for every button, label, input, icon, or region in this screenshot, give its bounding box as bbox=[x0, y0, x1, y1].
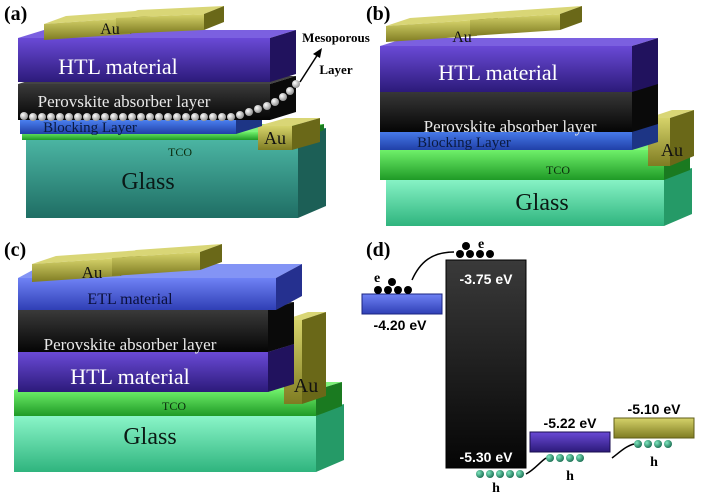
blocking-label-a: Blocking Layer bbox=[43, 120, 137, 136]
mesoporous-annotation: Mesoporous Layer bbox=[299, 30, 370, 83]
perovskite-vb-label: -5.30 eV bbox=[460, 449, 514, 465]
htl-holes bbox=[546, 454, 584, 462]
mesoporous-beads-a bbox=[20, 80, 300, 121]
mesoporous-label: Mesoporous bbox=[302, 30, 370, 45]
au-top-label-a: Au bbox=[100, 21, 120, 38]
panel-a-label: (a) bbox=[4, 3, 27, 25]
htl-level-label: -5.22 eV bbox=[544, 415, 598, 431]
electron-label-perovskite: e bbox=[478, 237, 484, 252]
layer-label: Layer bbox=[319, 62, 352, 77]
au-side-label-a: Au bbox=[264, 128, 286, 148]
au-level-label: -5.10 eV bbox=[628, 401, 682, 417]
htl-layer-b: HTL material bbox=[380, 38, 658, 92]
au-holes bbox=[634, 440, 672, 448]
mesoporous-arrowhead bbox=[313, 48, 322, 58]
hole-label-htl: h bbox=[566, 469, 574, 484]
perovskite-label-a: Perovskite absorber layer bbox=[38, 92, 211, 111]
etl-label-c: ETL material bbox=[87, 291, 173, 308]
glass-label-a: Glass bbox=[121, 169, 174, 195]
au-side-label-b: Au bbox=[661, 140, 683, 160]
au-side-label-c: Au bbox=[294, 375, 318, 397]
au-energy-level: -5.10 eV bbox=[613, 401, 695, 439]
htl-label-b: HTL material bbox=[438, 60, 558, 85]
perovskite-electrons bbox=[456, 242, 494, 258]
panel-b: (b) Glass TCO Au Blocking Layer bbox=[366, 3, 694, 226]
tco-label-a: TCO bbox=[168, 145, 192, 159]
electron-transfer-curve bbox=[411, 251, 455, 281]
htl-label-c: HTL material bbox=[70, 364, 190, 389]
hole-label-au: h bbox=[650, 455, 658, 470]
glass-layer-a: Glass bbox=[26, 128, 326, 218]
panel-c-label: (c) bbox=[4, 239, 26, 261]
htl-layer-a: HTL material bbox=[18, 30, 296, 82]
hole-transfer-curve-1 bbox=[525, 457, 547, 475]
au-top-contact-c: Au bbox=[32, 244, 222, 282]
au-top-label-b: Au bbox=[452, 29, 472, 46]
perovskite-cb-label: -3.75 eV bbox=[460, 271, 514, 287]
etl-level-label: -4.20 eV bbox=[374, 317, 428, 333]
electron-label-etl: e bbox=[374, 271, 380, 286]
panel-a: (a) Glass TCO Au Blocking Layer bbox=[4, 3, 370, 218]
etl-electrons bbox=[374, 278, 412, 294]
panel-d-label: (d) bbox=[366, 239, 390, 261]
mesoporous-arrow-line bbox=[299, 53, 319, 83]
tco-label-c: TCO bbox=[162, 399, 186, 413]
au-top-contact-a: Au bbox=[44, 6, 224, 40]
etl-energy-level: -4.20 eV bbox=[361, 293, 443, 333]
panel-c: (c) Glass TCO Au HTL material bbox=[4, 239, 344, 472]
perovskite-holes bbox=[476, 470, 524, 478]
panel-d: (d) -4.20 eV e -3.75 eV -5.30 eV e bbox=[361, 237, 695, 495]
blocking-label-b: Blocking Layer bbox=[417, 135, 511, 151]
tco-label-b: TCO bbox=[546, 163, 570, 177]
htl-label-a: HTL material bbox=[58, 54, 178, 79]
au-side-contact-a: Au bbox=[258, 118, 320, 150]
htl-energy-level: -5.22 eV bbox=[529, 415, 611, 453]
perovskite-band: -3.75 eV -5.30 eV bbox=[445, 259, 527, 469]
au-top-label-c: Au bbox=[82, 263, 103, 282]
glass-label-b: Glass bbox=[515, 190, 568, 216]
panel-b-label: (b) bbox=[366, 3, 390, 25]
au-top-contact-b: Au bbox=[386, 6, 582, 46]
hole-transfer-curve-2 bbox=[611, 443, 635, 459]
perovskite-label-c: Perovskite absorber layer bbox=[44, 335, 217, 354]
perovskite-label-b: Perovskite absorber layer bbox=[424, 117, 597, 136]
glass-label-c: Glass bbox=[123, 424, 176, 450]
au-side-contact-b: Au bbox=[648, 110, 694, 166]
hole-label-perovskite: h bbox=[492, 481, 500, 495]
